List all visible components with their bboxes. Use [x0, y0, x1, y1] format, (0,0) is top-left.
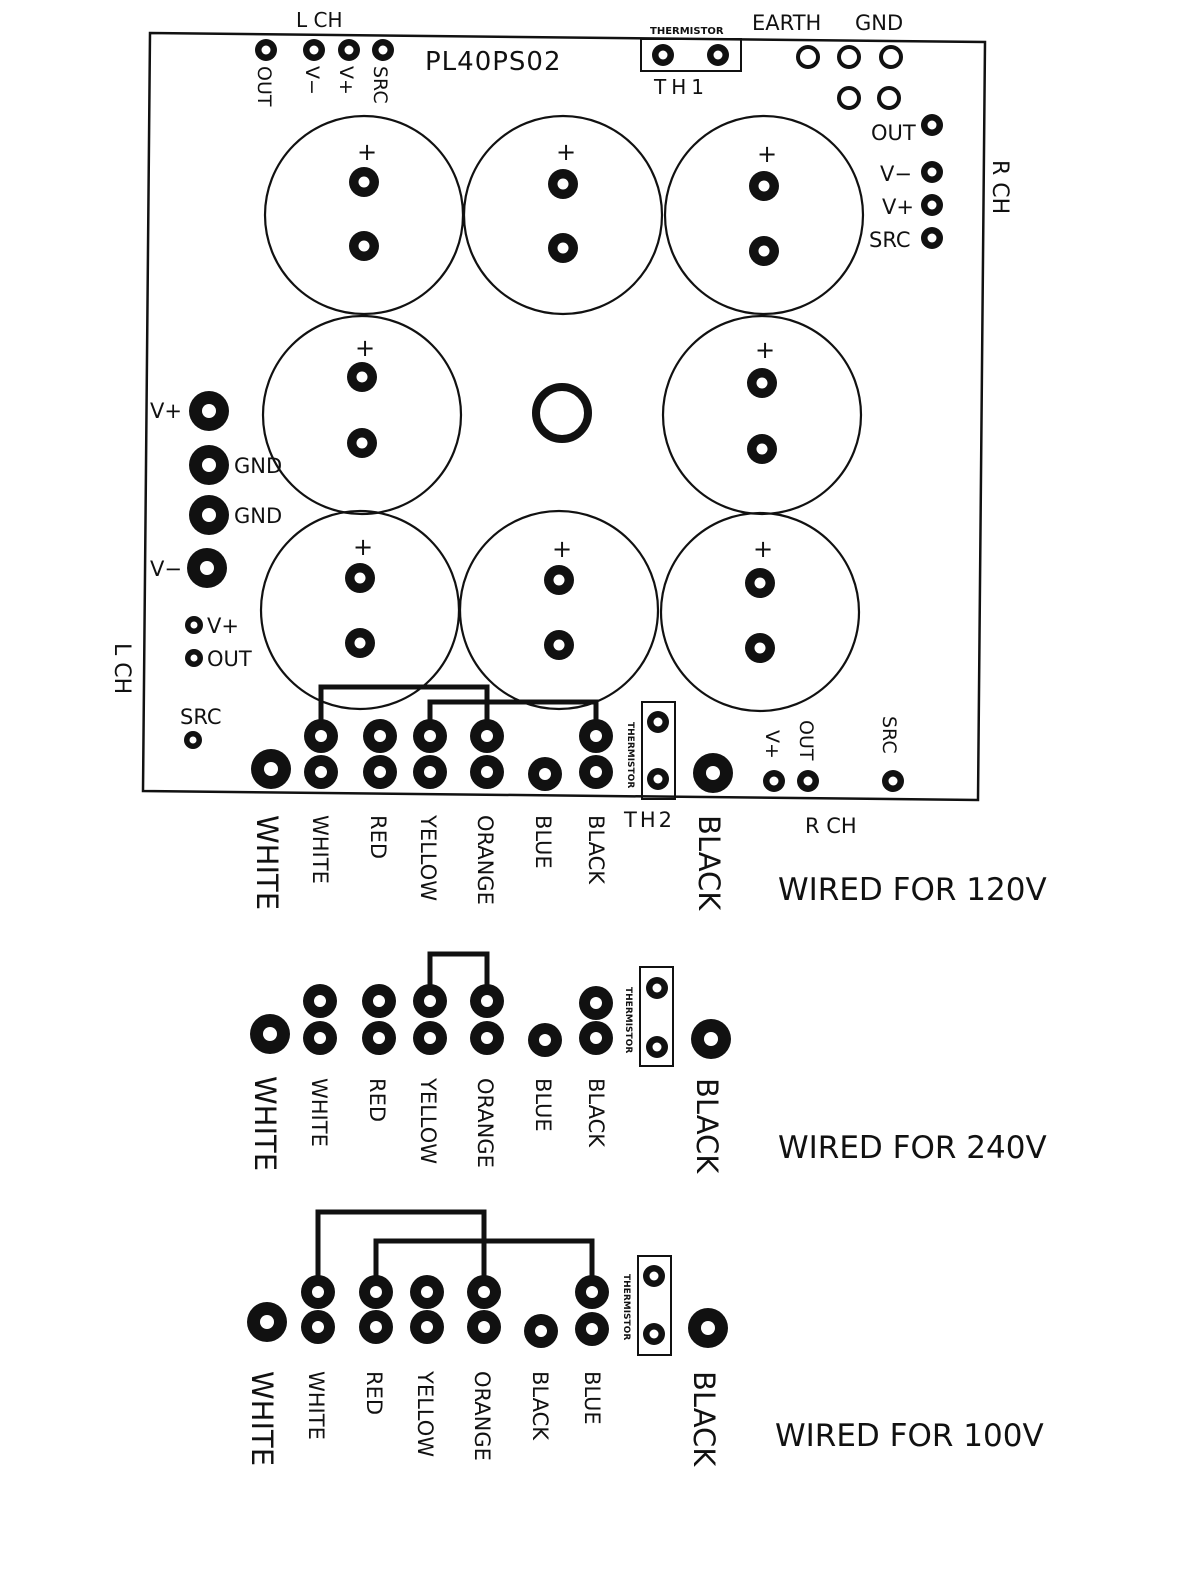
right-upper-pin-column: OUT V− V+ SRC R CH — [869, 114, 1012, 252]
pad-vminus-top — [303, 39, 325, 61]
pin-label-out-top: OUT — [253, 66, 275, 107]
wire-label: BLACK — [584, 815, 608, 885]
svg-text:+: + — [552, 535, 572, 563]
capacitor-bank: + + + + + — [259, 114, 865, 713]
pin-label-vminus-top: V− — [301, 66, 323, 95]
capacitor: + — [259, 509, 461, 711]
thermistor-label-th2: THERMISTOR — [625, 722, 635, 788]
th2-label: TH2 — [623, 808, 675, 832]
pin-label-vminus-right: V− — [880, 162, 912, 186]
wire-label-black-big: BLACK — [687, 1371, 721, 1467]
wire-label: BLUE — [580, 1371, 604, 1425]
pad-src-top — [372, 39, 394, 61]
lch-top-label: L CH — [296, 8, 343, 32]
capacitor: + — [663, 114, 865, 316]
jumper-240v — [427, 951, 490, 998]
left-power-pads: V+ GND GND V− — [150, 391, 282, 588]
gnd-top-label: GND — [855, 11, 903, 35]
pin-label-vminus-left: V− — [150, 557, 182, 581]
wiring-title-240v: WIRED FOR 240V — [778, 1130, 1047, 1166]
wire-label: BLACK — [584, 1078, 608, 1148]
pin-label-src-bottom: SRC — [878, 716, 900, 754]
capacitor: + — [263, 114, 465, 316]
capacitor: + — [462, 114, 664, 316]
wire-label: RED — [362, 1371, 386, 1415]
wire-label: RED — [365, 1078, 389, 1122]
wire-label: BLACK — [528, 1371, 552, 1441]
wiring-100v: THERMISTOR WHITE WHITE RED YELLOW ORANGE… — [245, 1209, 1044, 1467]
wire-label-white-big: WHITE — [245, 1371, 279, 1466]
earth-label: EARTH — [752, 11, 821, 35]
board-model-label: PL40PS02 — [425, 47, 562, 77]
thermistor-label-240v: THERMISTOR — [623, 987, 633, 1053]
pin-label-gnd-left-1: GND — [234, 454, 282, 478]
svg-text:+: + — [753, 535, 773, 563]
svg-text:+: + — [355, 334, 375, 362]
wire-label: YELLOW — [413, 1370, 437, 1457]
pad-vplus-top — [338, 39, 360, 61]
pcb-board: L CH PL40PS02 EARTH GND OUT V− V+ SRC TH… — [109, 8, 1012, 838]
thermistor-label-top: THERMISTOR — [650, 26, 724, 37]
svg-text:+: + — [556, 138, 576, 166]
pin-label-src-left: SRC — [180, 705, 222, 729]
wire-label: ORANGE — [470, 1371, 494, 1461]
pad-out-top — [255, 39, 277, 61]
thermistor-th2: THERMISTOR TH2 — [623, 701, 676, 832]
wire-label-white-big: WHITE — [248, 1076, 282, 1171]
pin-label-vplus-left: V+ — [150, 399, 182, 423]
thermistor-th1: THERMISTOR TH1 — [640, 26, 742, 99]
capacitor: + — [458, 509, 660, 711]
wire-label-black-big: BLACK — [692, 815, 726, 911]
pin-label-vplus-right: V+ — [882, 195, 914, 219]
svg-text:+: + — [757, 140, 777, 168]
bottom-right-pins: V+ OUT SRC R CH — [761, 716, 904, 838]
wire-label: BLUE — [531, 815, 555, 869]
lch-side-label: L CH — [109, 643, 134, 694]
wiring-120v-labels: WHITE WHITE RED YELLOW ORANGE BLUE BLACK… — [250, 814, 1047, 911]
jumpers-100v — [315, 1209, 595, 1292]
svg-text:+: + — [755, 336, 775, 364]
wire-label: YELLOW — [416, 1077, 440, 1164]
pin-label-out-right: OUT — [871, 121, 916, 145]
wire-label-white-big: WHITE — [250, 815, 284, 910]
wire-label: WHITE — [307, 1078, 331, 1147]
mounting-hole — [532, 383, 592, 443]
pin-label-vplus-left-small: V+ — [207, 614, 239, 638]
wire-label: WHITE — [308, 815, 332, 884]
thermistor-label-100v: THERMISTOR — [621, 1274, 631, 1340]
pin-label-vplus-bottom: V+ — [761, 730, 783, 759]
wire-label: ORANGE — [473, 1078, 497, 1168]
capacitor: + — [661, 314, 863, 516]
svg-text:+: + — [353, 533, 373, 561]
wire-label: BLUE — [531, 1078, 555, 1132]
pin-label-out-left-small: OUT — [207, 647, 252, 671]
wire-label: RED — [366, 815, 390, 859]
earth-gnd-pads — [796, 45, 903, 110]
wire-label: WHITE — [304, 1371, 328, 1440]
wire-label: ORANGE — [473, 815, 497, 905]
rch-side-label: R CH — [987, 160, 1012, 214]
pin-label-gnd-left-2: GND — [234, 504, 282, 528]
pin-label-src-right: SRC — [869, 228, 911, 252]
wire-label-black-big: BLACK — [690, 1078, 724, 1174]
wire-label: YELLOW — [416, 814, 440, 901]
left-signal-pads: V+ OUT SRC L CH — [109, 614, 252, 749]
svg-text:+: + — [357, 138, 377, 166]
jumpers-120v — [318, 684, 599, 736]
capacitor: + — [261, 314, 463, 516]
wiring-title-100v: WIRED FOR 100V — [775, 1418, 1044, 1454]
wiring-title-120v: WIRED FOR 120V — [778, 872, 1047, 908]
pin-label-out-bottom: OUT — [795, 720, 817, 761]
pin-label-src-top: SRC — [369, 66, 391, 104]
pin-label-vplus-top: V+ — [335, 66, 357, 95]
th1-label: TH1 — [653, 75, 709, 99]
capacitor: + — [659, 511, 861, 713]
top-left-pin-row: OUT V− V+ SRC — [253, 39, 394, 107]
rch-bottom-label: R CH — [805, 814, 857, 838]
wiring-240v: THERMISTOR WHITE WHITE RED YELLOW ORANGE… — [248, 951, 1047, 1174]
